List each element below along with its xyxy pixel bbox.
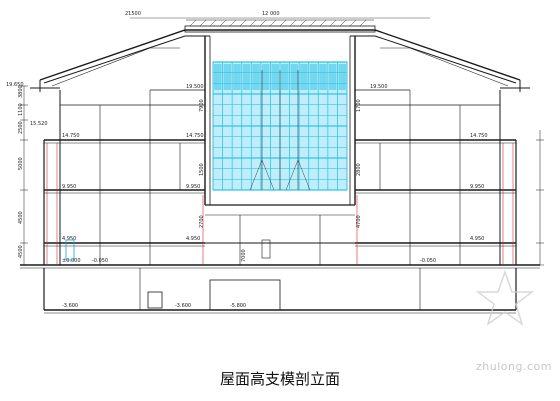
scaffold-posts <box>249 70 311 191</box>
drawing-title: 屋面高支模剖立面 <box>219 370 340 388</box>
inner-vertical-dimensions: 7900 1500 2700 1700 2800 4700 7000 <box>199 99 362 262</box>
building-frame <box>20 19 540 314</box>
left-level-marks: 19.650 15.520 14.750 9.950 4.950 ±0.000 <box>6 82 81 264</box>
left-vertical-dimensions: 3800 1100 2500 5000 4500 4500 <box>18 85 24 258</box>
scaffold-top-panel <box>300 64 308 90</box>
svg-text:2500: 2500 <box>18 121 24 134</box>
scaffold-top-panel <box>233 64 241 90</box>
svg-text:4.950: 4.950 <box>186 236 200 242</box>
pier-lines <box>46 143 514 265</box>
bottom-level-marks: -3.600 -5.800 -3.600 -0.050 <box>62 258 246 309</box>
svg-text:14.750: 14.750 <box>470 133 488 139</box>
scaffold-top-panel <box>223 64 232 90</box>
svg-text:9.950: 9.950 <box>186 184 200 190</box>
svg-text:9.950: 9.950 <box>470 184 484 190</box>
svg-text:9.950: 9.950 <box>62 184 76 190</box>
scaffold-top-panel <box>290 64 299 90</box>
right-dimension-line <box>536 130 544 266</box>
svg-text:-0.050: -0.050 <box>92 258 108 264</box>
scaffold-top-panel <box>319 64 327 90</box>
svg-text:-0.050: -0.050 <box>420 258 436 264</box>
scaffold-top-panel <box>281 64 289 90</box>
svg-text:14.750: 14.750 <box>62 133 80 139</box>
top-dimensions: 21500 12 000 <box>125 11 430 19</box>
svg-text:4500: 4500 <box>18 211 24 224</box>
svg-text:4.950: 4.950 <box>470 236 484 242</box>
svg-text:4700: 4700 <box>356 215 362 228</box>
svg-text:15.520: 15.520 <box>30 121 48 127</box>
door-marker <box>65 239 75 261</box>
svg-text:-3.600: -3.600 <box>175 303 191 309</box>
svg-text:1100: 1100 <box>18 103 24 116</box>
zhulong-star-logo <box>475 269 535 326</box>
svg-text:4500: 4500 <box>18 245 24 258</box>
svg-text:19.500: 19.500 <box>370 84 388 90</box>
svg-text:14.750: 14.750 <box>186 133 204 139</box>
svg-text:1700: 1700 <box>356 99 362 112</box>
svg-text:7900: 7900 <box>199 99 205 112</box>
svg-text:12 000: 12 000 <box>262 11 280 17</box>
scaffold-top-panel <box>338 64 346 90</box>
svg-text:7000: 7000 <box>241 249 247 262</box>
scaffold-top-panel <box>271 64 279 90</box>
svg-text:4.950: 4.950 <box>62 236 76 242</box>
scaffold-top-panel <box>309 64 318 90</box>
svg-text:3800: 3800 <box>18 85 24 98</box>
svg-text:19.500: 19.500 <box>186 84 204 90</box>
left-dimension-line <box>20 85 28 266</box>
svg-text:±0.000: ±0.000 <box>62 258 81 264</box>
svg-text:5000: 5000 <box>18 157 24 170</box>
svg-text:-3.600: -3.600 <box>62 303 78 309</box>
svg-text:-5.800: -5.800 <box>230 303 246 309</box>
watermark-text: zhulong.com <box>476 360 552 373</box>
right-level-marks: 19.500 14.750 9.950 4.950 -0.050 <box>370 84 488 264</box>
svg-text:19.650: 19.650 <box>6 82 24 88</box>
mid-level-marks: 19.500 14.750 9.950 4.950 <box>186 84 204 242</box>
scaffold-top-panel <box>261 64 270 90</box>
svg-text:2800: 2800 <box>356 163 362 176</box>
scaffold-top-panel <box>214 64 222 90</box>
svg-text:21500: 21500 <box>125 11 141 17</box>
scaffold-top-panel <box>242 64 251 90</box>
svg-text:2700: 2700 <box>199 215 205 228</box>
scaffold-top-panel <box>328 64 337 90</box>
scaffold-top-panel <box>252 64 260 90</box>
svg-text:1500: 1500 <box>199 163 205 176</box>
